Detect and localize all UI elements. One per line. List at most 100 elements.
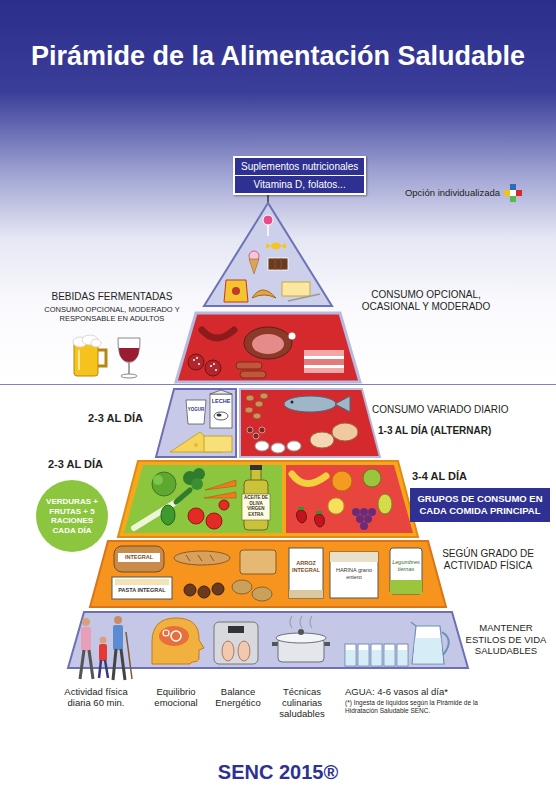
tier-proteins bbox=[259, 427, 265, 433]
tier-occasional bbox=[288, 294, 320, 301]
tier-cereals bbox=[198, 586, 210, 598]
tier-vegetables-fruits bbox=[286, 465, 413, 533]
tier-cereals bbox=[115, 582, 169, 583]
label-slot: Equilibrio emocional bbox=[146, 686, 206, 708]
tier-proteins bbox=[246, 395, 254, 401]
label-slot: LECHE bbox=[210, 398, 232, 405]
frequency-label: 2-3 AL DÍA bbox=[88, 412, 164, 425]
tier-meats bbox=[188, 354, 204, 370]
cooking-pot bbox=[290, 616, 292, 628]
tier-cereals bbox=[184, 584, 196, 596]
scale-feet bbox=[214, 622, 258, 664]
tier-proteins bbox=[284, 396, 336, 412]
water-jug bbox=[411, 622, 449, 664]
tier-vegetables-fruits bbox=[378, 494, 392, 514]
tier-proteins bbox=[245, 407, 253, 413]
water-jug bbox=[442, 632, 449, 655]
walking-family bbox=[82, 618, 90, 626]
cooking-pot bbox=[298, 629, 304, 635]
caption-slot: SENC 2015® bbox=[0, 760, 556, 784]
tier-vegetables-fruits bbox=[360, 522, 368, 530]
label-slot: BEBIDAS FERMENTADAS bbox=[37, 291, 187, 303]
beer-mug bbox=[98, 350, 106, 366]
walking-family bbox=[113, 625, 123, 650]
tier-meats bbox=[176, 313, 360, 382]
lifestyle-label: Balance Energético bbox=[208, 686, 268, 708]
meal-groups-box: GRUPOS DE CONSUMO EN CADA COMIDA PRINCIP… bbox=[410, 488, 550, 522]
scale-feet bbox=[228, 626, 244, 633]
walking-family bbox=[81, 627, 91, 651]
tier-proteins bbox=[253, 413, 261, 419]
walking-family bbox=[121, 649, 125, 680]
frequency-label: 2-3 AL DÍA bbox=[48, 458, 128, 471]
tier-vegetables-fruits bbox=[332, 471, 352, 491]
tier-meats bbox=[176, 313, 360, 382]
walking-family bbox=[80, 616, 132, 680]
label-slot: 3-4 AL DÍA bbox=[412, 470, 492, 483]
individual-option-icon bbox=[504, 184, 522, 202]
tier-vegetables-fruits bbox=[176, 490, 190, 502]
package-label: Legumbres tiernas bbox=[390, 559, 422, 573]
tier-meats bbox=[244, 327, 292, 359]
beer-mug bbox=[73, 335, 106, 376]
water-glasses bbox=[358, 644, 369, 666]
water-jug bbox=[411, 622, 416, 626]
tier-vegetables-fruits bbox=[316, 511, 322, 514]
tier-meats bbox=[304, 368, 344, 373]
label-slot: Legumbres tiernas bbox=[390, 559, 422, 573]
flag-text: Suplementos nutricionales bbox=[235, 158, 364, 176]
tier-dairy bbox=[210, 394, 232, 428]
water-glasses bbox=[385, 650, 394, 665]
water-glasses bbox=[345, 644, 408, 666]
tier-meats bbox=[202, 330, 234, 338]
tier-meats bbox=[289, 333, 296, 340]
tier-meats bbox=[196, 357, 198, 359]
tier-vegetables-fruits bbox=[204, 492, 236, 498]
package-label: PASTA INTEGRAL bbox=[112, 587, 172, 594]
water-glasses bbox=[345, 644, 356, 666]
package-label: YOGUR bbox=[186, 407, 206, 412]
scale-feet bbox=[214, 622, 258, 664]
tier-occasional bbox=[263, 215, 273, 225]
tier-occasional bbox=[224, 280, 248, 302]
tier-dairy bbox=[214, 412, 228, 420]
water-glasses bbox=[384, 644, 395, 666]
package-label: INTEGRAL bbox=[118, 554, 160, 561]
tier-cereals bbox=[112, 577, 172, 599]
tier-vegetables-fruits bbox=[292, 474, 326, 484]
package-label: LECHE bbox=[210, 398, 232, 405]
walking-family bbox=[105, 660, 108, 678]
tier-dairy bbox=[156, 389, 236, 457]
walking-family bbox=[100, 637, 107, 644]
label-slot: SEGÚN GRADO DE ACTIVIDAD FÍSICA bbox=[436, 548, 540, 572]
individual-option-icon bbox=[510, 196, 516, 202]
header-background bbox=[0, 0, 556, 384]
water-glasses bbox=[346, 650, 355, 665]
tier-vegetables-fruits bbox=[206, 513, 222, 529]
walking-family bbox=[126, 632, 132, 679]
tier-cereals bbox=[114, 546, 164, 572]
label-slot: Balance Energético bbox=[208, 686, 268, 708]
label-slot: ACEITE DE OLIVA VIRGEN EXTRA bbox=[242, 495, 270, 517]
consumption-note: CONSUMO VARIADO DIARIO bbox=[372, 404, 532, 416]
tier-meats bbox=[215, 369, 217, 371]
tier-meats bbox=[252, 334, 284, 354]
tier-meats bbox=[198, 363, 200, 365]
tier-meats bbox=[304, 365, 344, 368]
scale-feet bbox=[222, 641, 234, 661]
consumption-note: MANTENER ESTILOS DE VIDA SALUDABLES bbox=[460, 622, 552, 657]
label-slot: 2-3 AL DÍA bbox=[48, 458, 128, 471]
tier-proteins bbox=[287, 441, 301, 451]
tier-vegetables-fruits bbox=[193, 468, 205, 480]
tier-cereals bbox=[252, 587, 272, 601]
tier-vegetables-fruits bbox=[314, 514, 324, 527]
tier-occasional bbox=[281, 243, 286, 249]
label-slot: 1-3 AL DÍA (ALTERNAR) bbox=[378, 425, 528, 437]
lifestyle-label: AGUA: 4-6 vasos al día* bbox=[345, 686, 495, 697]
tier-vegetables-fruits bbox=[124, 465, 282, 533]
tier-proteins bbox=[291, 401, 294, 404]
footnote: (*) Ingesta de líquidos según la Pirámid… bbox=[345, 699, 485, 714]
tier-proteins bbox=[332, 423, 358, 441]
tier-occasional bbox=[268, 258, 288, 270]
